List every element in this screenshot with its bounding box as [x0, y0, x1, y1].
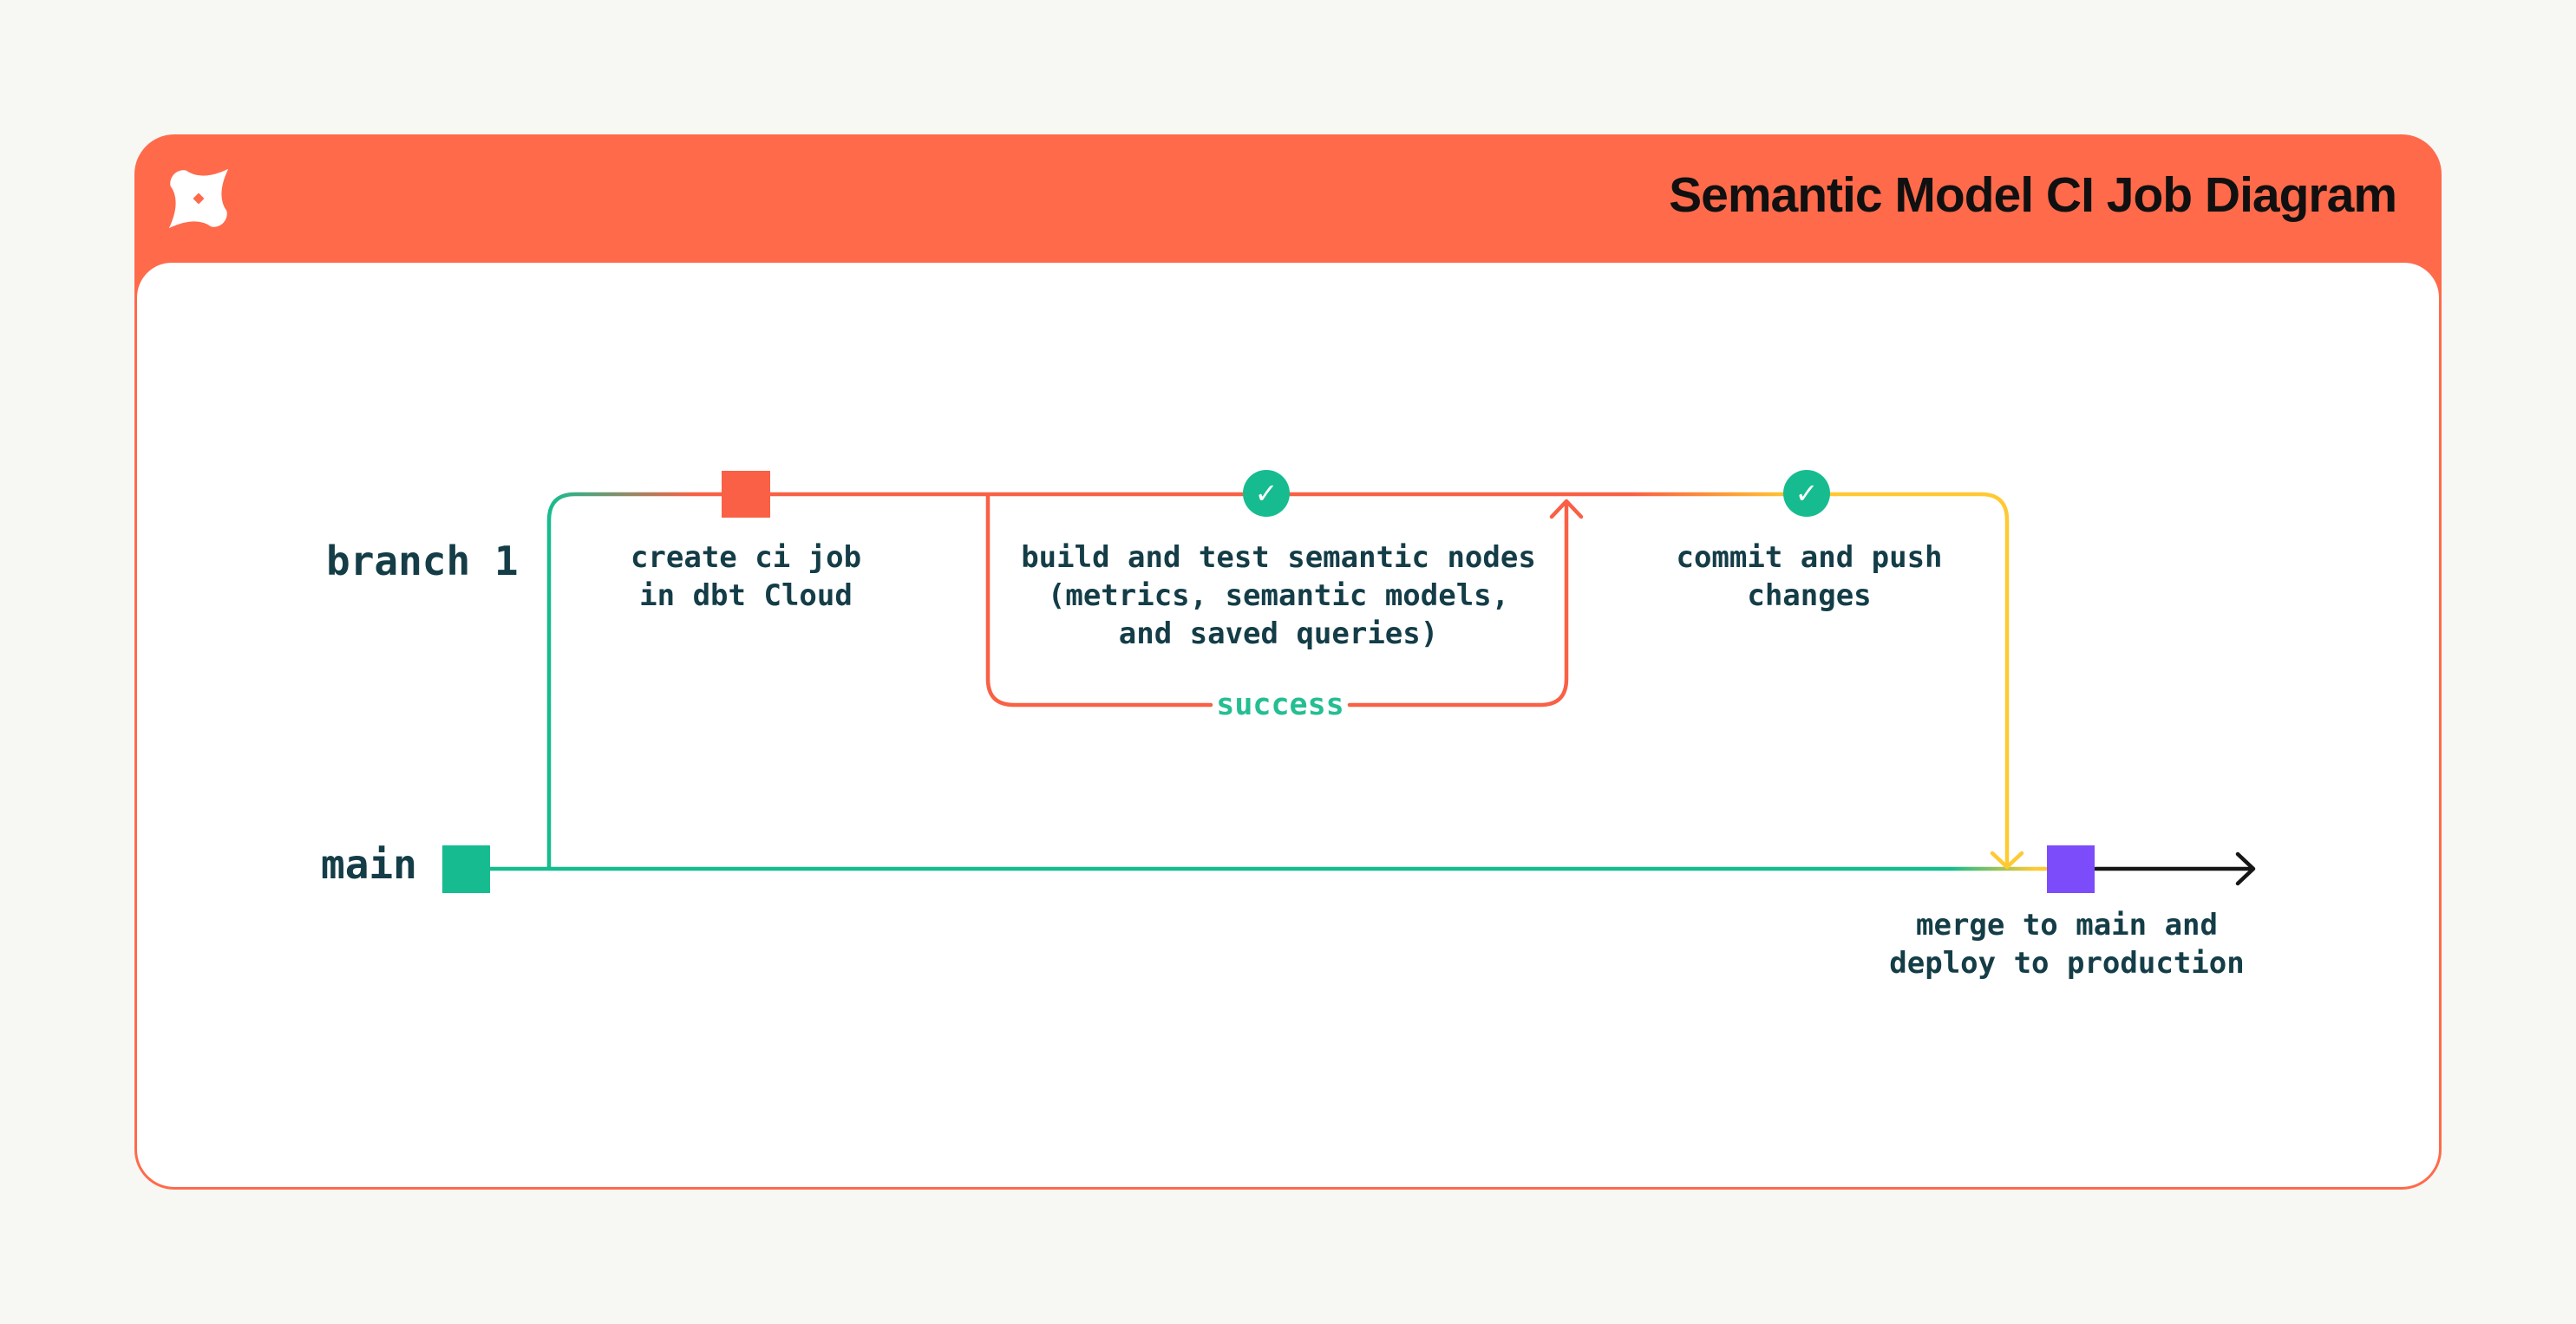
build-test-text: build and test semantic nodes (metrics, … — [1021, 540, 1536, 651]
check-icon: ✓ — [1795, 477, 1819, 510]
success-loop-arrowhead — [1549, 499, 1584, 519]
success-label: success — [1216, 688, 1344, 722]
success-loop-left — [985, 493, 1213, 708]
main-commit-node — [442, 845, 490, 893]
diagram-card-body — [137, 263, 2439, 1187]
merge-arrowhead — [1990, 851, 2024, 870]
diagram-card — [134, 134, 2442, 1190]
commit-push-text: commit and push changes — [1676, 540, 1943, 613]
create-ci-job-text: create ci job in dbt Cloud — [630, 540, 862, 613]
build-test-success-badge: ✓ — [1243, 470, 1290, 517]
merge-commit-node — [2047, 845, 2095, 893]
main-label: main — [321, 841, 417, 888]
merge-deploy-text: merge to main and deploy to production — [1889, 908, 2245, 981]
check-icon: ✓ — [1254, 477, 1278, 510]
success-loop-right — [1347, 500, 1569, 708]
branch-1-label: branch 1 — [326, 538, 519, 584]
page-title: Semantic Model CI Job Diagram — [1669, 167, 2397, 223]
create-ci-job-node — [722, 471, 770, 518]
production-arrowhead — [2235, 851, 2256, 886]
commit-push-success-badge: ✓ — [1783, 470, 1830, 517]
dbt-logo-icon — [168, 168, 229, 229]
